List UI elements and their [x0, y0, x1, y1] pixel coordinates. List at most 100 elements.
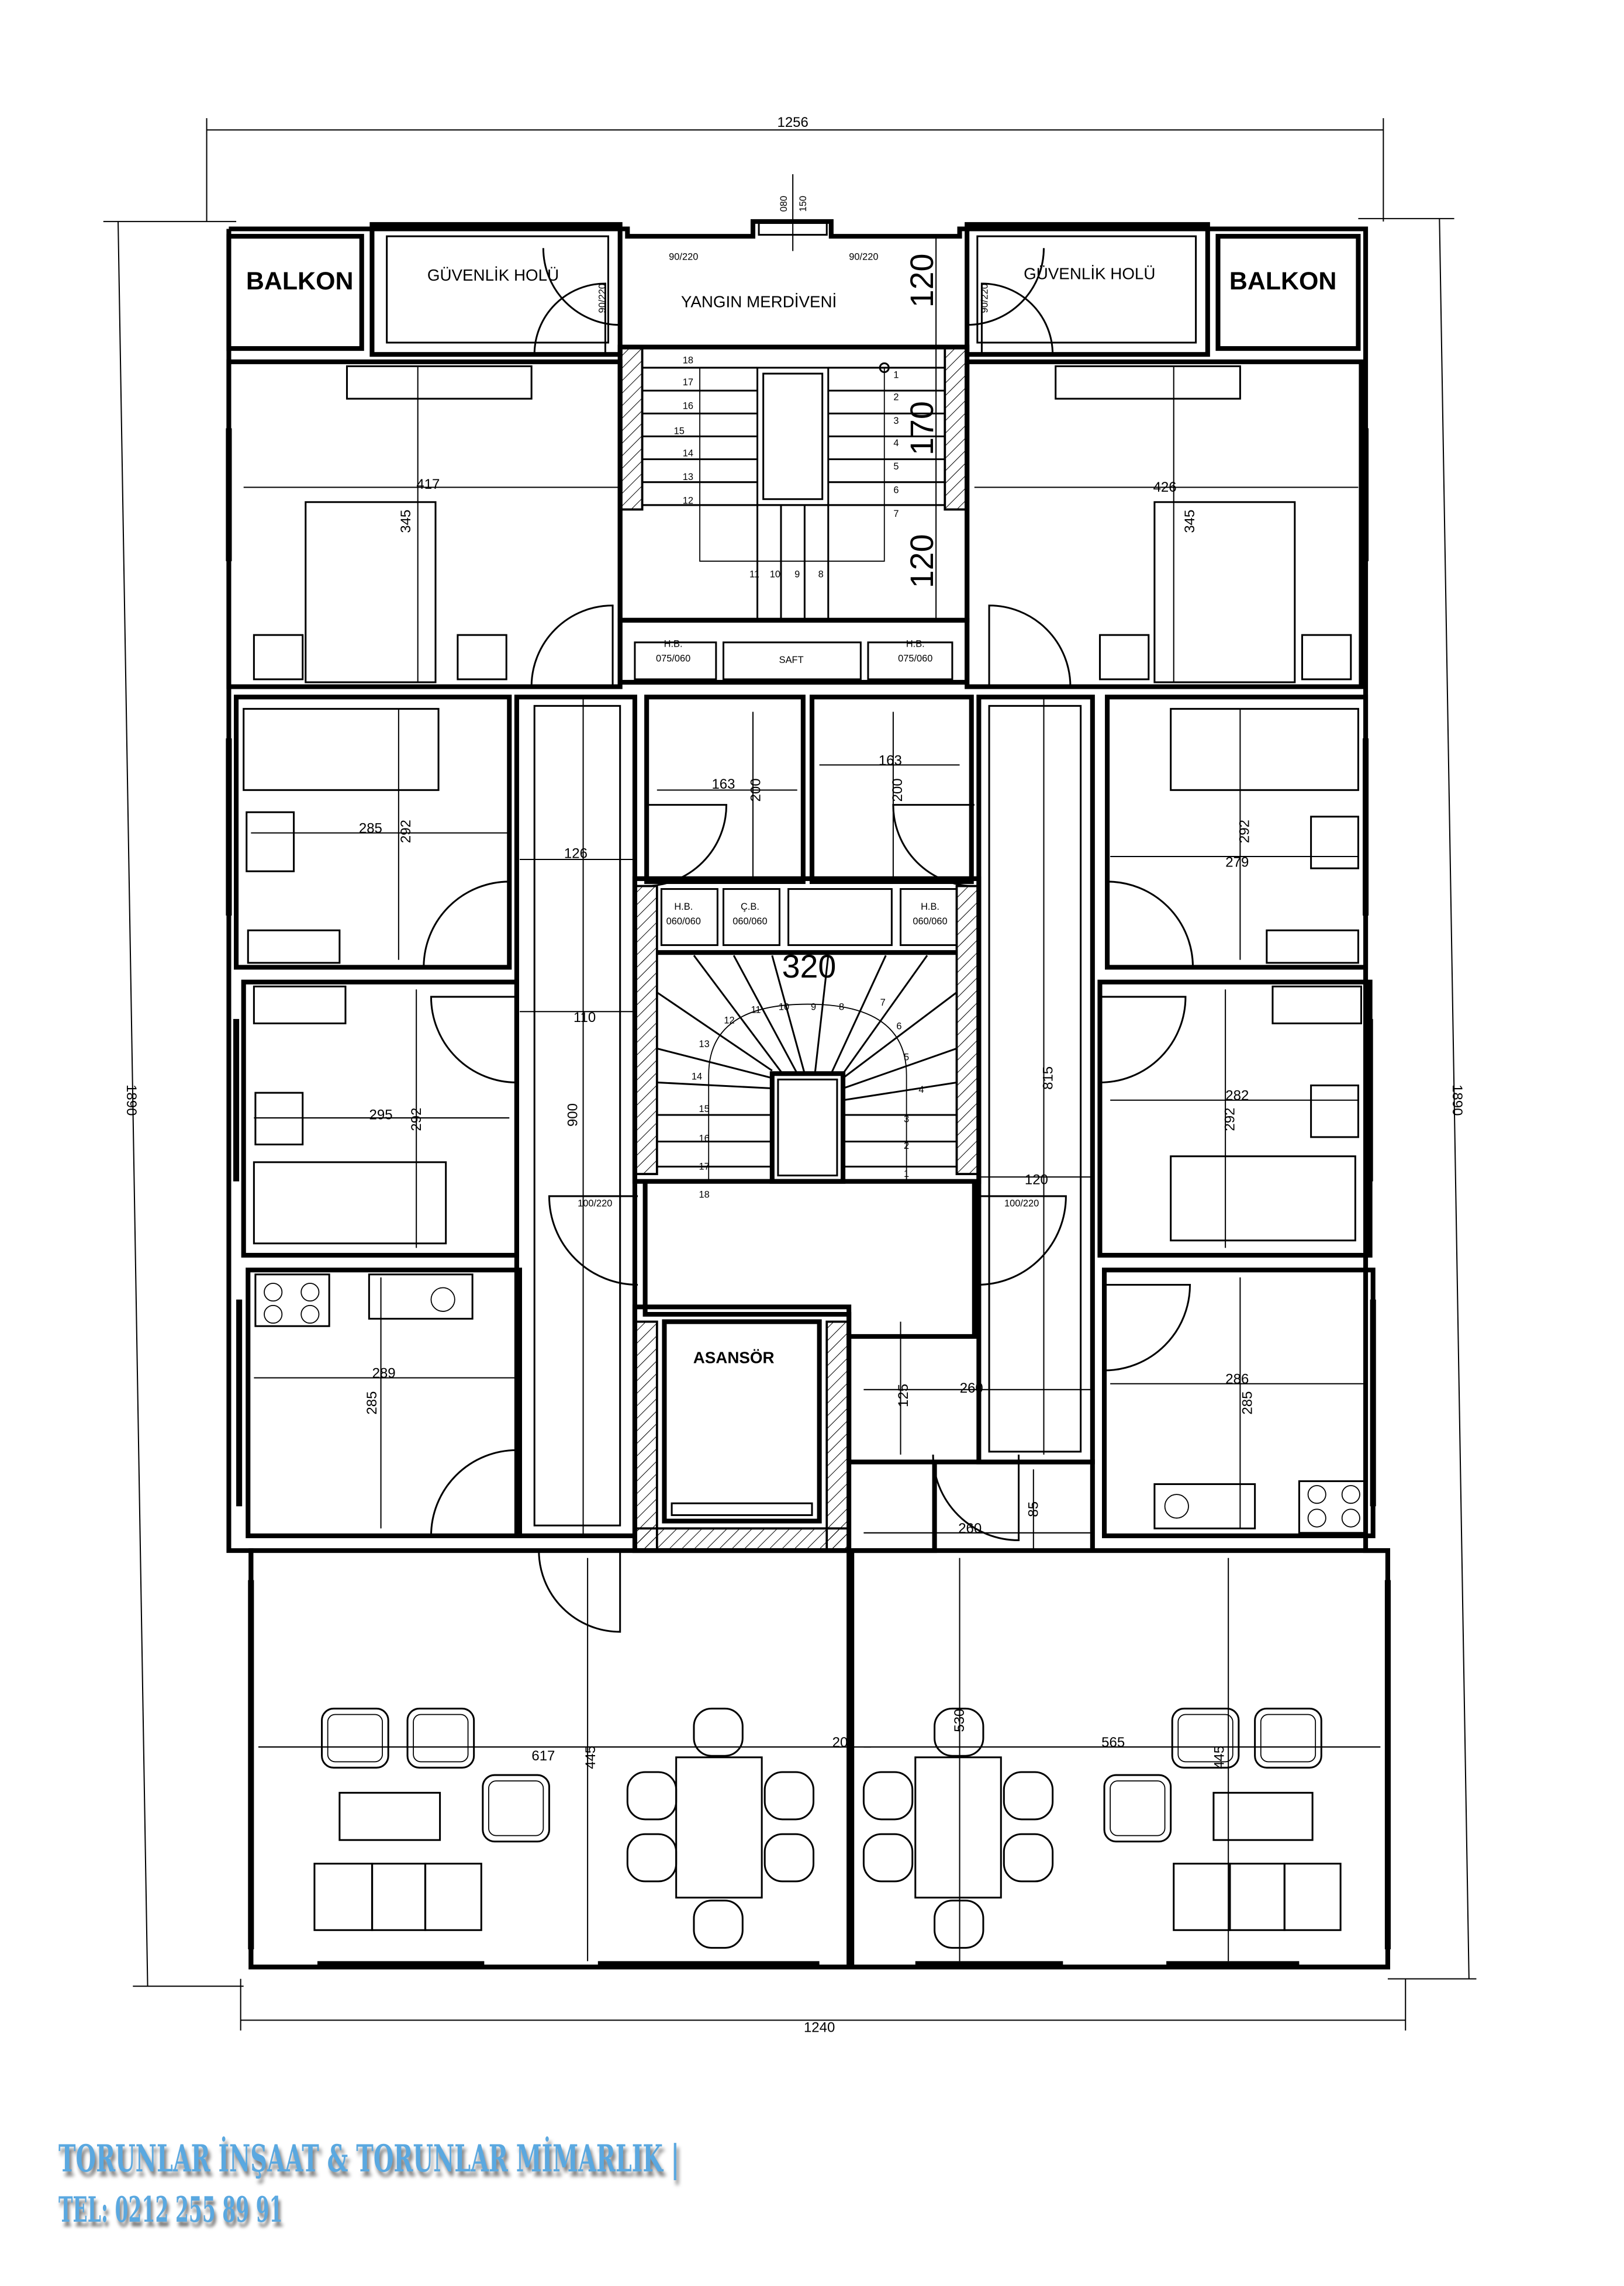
armchair-seat	[327, 1714, 383, 1763]
stair-tread	[656, 1081, 772, 1090]
dining-chair	[763, 1833, 815, 1883]
walk-line	[708, 1003, 907, 1182]
dining-chair	[693, 1900, 744, 1949]
dimension-label: 900	[565, 1103, 581, 1127]
desk	[246, 811, 295, 872]
dimension-label: 530	[952, 1709, 968, 1732]
stair-tread	[842, 955, 928, 1075]
stair-tread	[656, 1047, 773, 1079]
dimension-label: 1890	[1449, 1085, 1465, 1116]
step-number: 15	[699, 1104, 710, 1114]
dimension-label: 292	[398, 820, 414, 843]
armchair-seat	[1177, 1714, 1233, 1763]
dimension-label: 320	[782, 948, 837, 985]
wardrobe	[1055, 365, 1241, 400]
dimension-label: 445	[583, 1746, 599, 1769]
armchair-seat	[1260, 1714, 1317, 1763]
dimension-label: 345	[1182, 510, 1198, 533]
stair-tread	[732, 955, 799, 1075]
stair-tread	[693, 955, 783, 1075]
kitchen-right	[1101, 1268, 1376, 1538]
door-swing	[988, 605, 1072, 687]
door-swing	[1107, 880, 1194, 968]
step-number: 6	[896, 1021, 901, 1032]
door-swing	[530, 605, 614, 687]
coffee-table	[1212, 1791, 1314, 1841]
door-size-label: 90/220	[849, 252, 878, 263]
nightstand	[253, 634, 304, 681]
company-name: TORUNLAR İNŞAAT & TORUNLAR MİMARLIK |	[58, 2137, 680, 2181]
single-bed	[1170, 1155, 1356, 1242]
dining-chair	[934, 1707, 984, 1757]
dimension-label: 445	[1212, 1746, 1228, 1769]
dimension-label: 289	[372, 1366, 396, 1382]
door-swing	[542, 248, 621, 326]
step-number: 16	[683, 401, 693, 412]
dimension-label: 292	[1237, 820, 1253, 843]
door-size-label: 90/220	[669, 252, 698, 263]
armchair	[1254, 1707, 1322, 1769]
step-number: 10	[779, 1002, 789, 1013]
stove-burner	[300, 1304, 320, 1324]
shaft-labels: H.B.075/060H.B.075/060H.B.060/060Ç.B.060…	[656, 638, 948, 927]
stair-tread	[842, 1047, 957, 1089]
shaft-label: H.B.	[674, 902, 693, 912]
balkon-right-room	[1215, 234, 1361, 351]
single-bed	[253, 1161, 447, 1245]
nightstand	[1301, 634, 1352, 681]
guvenlik-holu-left-room	[369, 222, 623, 357]
kitchen-left	[246, 1268, 523, 1538]
desk	[1310, 1084, 1359, 1138]
step-number: 18	[683, 355, 693, 365]
armchair	[482, 1774, 550, 1843]
stove-burner	[1341, 1485, 1360, 1504]
living-room-right	[849, 1548, 1390, 1970]
dimension-label: 285	[359, 821, 382, 837]
door-swing	[977, 1195, 1067, 1286]
stair-tread	[842, 992, 958, 1079]
step-number: 2	[904, 1141, 909, 1151]
door-swing	[980, 282, 1054, 355]
room-left-2	[234, 695, 512, 970]
dimension-label: 282	[1225, 1088, 1249, 1104]
step-number: 7	[880, 997, 886, 1008]
step-number: 5	[893, 461, 899, 472]
door-swing	[423, 880, 510, 968]
dresser	[1266, 929, 1359, 964]
dining-chair	[862, 1771, 914, 1821]
wardrobe	[345, 365, 533, 400]
door-swing	[932, 1454, 1020, 1541]
armchair	[321, 1707, 389, 1769]
step-number: 12	[724, 1015, 734, 1025]
desk	[1310, 816, 1359, 869]
dresser	[247, 929, 341, 964]
step-number: 8	[839, 1002, 844, 1013]
door-swing	[892, 804, 975, 888]
dimension-label: 120	[1025, 1172, 1048, 1188]
dimension-label: 110	[573, 1010, 596, 1025]
dimension-label: 163	[711, 776, 735, 792]
door-swings	[423, 248, 1194, 1633]
guvenlik-holu-right-room	[965, 222, 1210, 357]
shaft-size: 060/060	[732, 916, 767, 927]
shaft-size: 060/060	[913, 916, 947, 927]
step-number: 14	[683, 448, 693, 458]
furniture	[243, 365, 1367, 1949]
dimension-label: 815	[1041, 1066, 1056, 1090]
shaft-size: 075/060	[898, 654, 932, 664]
dining-chair	[934, 1900, 984, 1949]
dimension-label: 85	[1025, 1501, 1041, 1517]
single-bed	[243, 707, 440, 791]
dining-chair	[693, 1707, 744, 1757]
balkon-left-room	[226, 234, 364, 351]
shaft-size: 060/060	[666, 916, 701, 927]
armchair-seat	[413, 1714, 469, 1763]
elevator-shaft	[632, 1304, 852, 1553]
dimension-label: 120	[904, 254, 940, 308]
stair-tread	[771, 955, 806, 1074]
dimension-label: 1890	[123, 1085, 139, 1116]
door-swing	[1104, 1283, 1191, 1372]
stove	[1298, 1480, 1367, 1534]
